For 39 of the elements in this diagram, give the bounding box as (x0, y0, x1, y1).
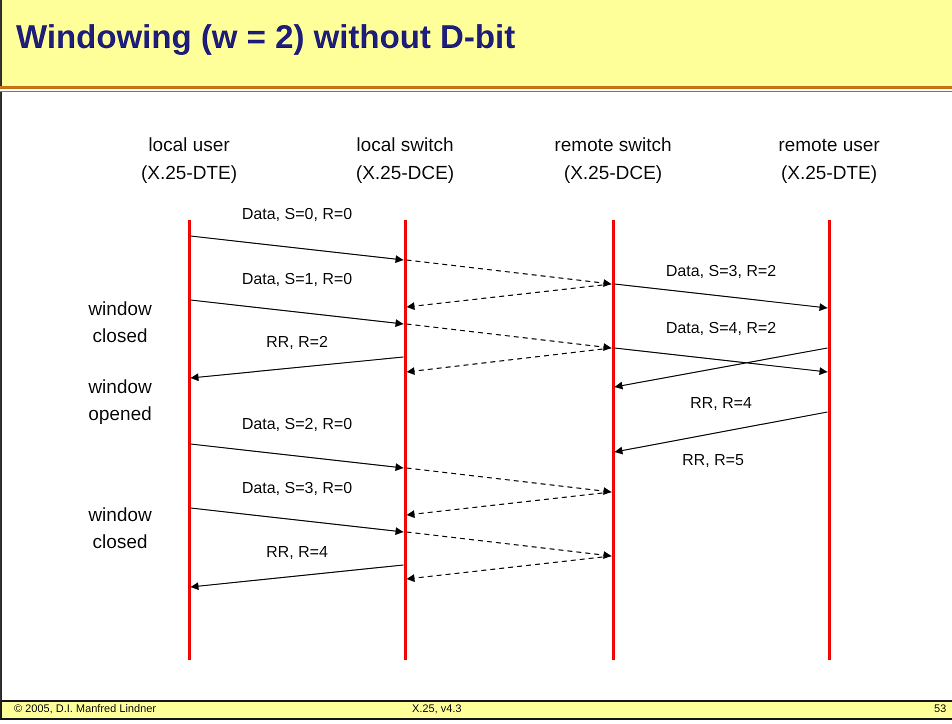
participant-label: remote switch (X.25-DCE) (553, 134, 673, 186)
footer-text: © 2005, D.I. Manfred Lindner (14, 703, 156, 715)
message-arrow (614, 347, 828, 390)
message-label: RR, R=5 (682, 452, 744, 470)
participant-label: remote user (X.25-DTE) (777, 134, 881, 186)
message-arrow (614, 411, 828, 454)
message-arrow (406, 491, 612, 518)
message-arrow (190, 356, 404, 382)
message-arrow (406, 531, 612, 560)
side-note: window closed (87, 504, 153, 555)
message-arrow (614, 347, 828, 376)
message-arrow (190, 299, 404, 328)
edge-label: Data, S=4, R=2 (666, 320, 776, 338)
participant-label: local switch (X.25-DCE) (354, 134, 456, 186)
message-arrow (190, 235, 404, 264)
edge-label: RR, R=4 (266, 544, 328, 562)
message-arrow (406, 283, 612, 310)
message-arrow (406, 347, 612, 376)
message-arrow (406, 555, 612, 582)
footer-text: X.25, v4.3 (412, 703, 462, 715)
participant-label: local user (X.25-DTE) (140, 134, 238, 186)
edge-label: Data, S=2, R=0 (242, 416, 352, 434)
message-arrow (406, 259, 612, 288)
edge-label: RR, R=4 (690, 395, 752, 413)
message-arrow (406, 323, 612, 352)
slide-title: Windowing (w = 2) without D-bit (16, 18, 516, 56)
side-note: window closed (87, 298, 153, 349)
message-arrow (190, 507, 404, 536)
message-arrow (406, 467, 612, 496)
message-arrow (190, 564, 404, 590)
side-note: window opened (87, 376, 153, 427)
edge-label: Data, S=3, R=0 (242, 480, 352, 498)
message-arrow (614, 283, 828, 312)
edge-label: RR, R=2 (266, 334, 328, 352)
message-arrow (190, 443, 404, 472)
edge-label: Data, S=1, R=0 (242, 271, 352, 289)
edge-label: Data, S=0, R=0 (242, 206, 352, 224)
edge-label: Data, S=3, R=2 (666, 263, 776, 281)
footer-text: 53 (934, 703, 946, 715)
